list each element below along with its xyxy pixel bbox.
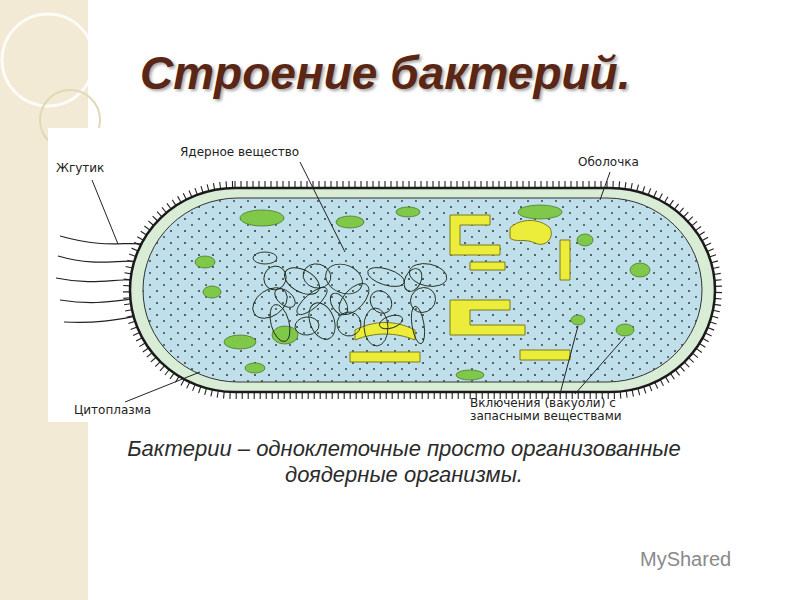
leader-lines — [92, 162, 625, 402]
slide-title: Строение бактерий. — [140, 46, 630, 100]
part-label: Жгутик — [56, 162, 146, 175]
picture-ground — [48, 128, 740, 422]
dna-loop — [304, 299, 340, 343]
part-label: Оболочка — [578, 156, 688, 169]
part-label: Ядерное вещество — [180, 146, 350, 159]
dna-loop — [261, 263, 290, 293]
nuclear-material — [247, 252, 449, 347]
dna-loop — [301, 261, 334, 291]
dna-loop — [266, 302, 293, 343]
dna-loop — [378, 313, 405, 332]
dna-loop — [321, 259, 367, 300]
cytoplasm-texture — [143, 198, 702, 382]
dna-loop — [271, 285, 298, 311]
part-label: Цитоплазма — [74, 404, 194, 417]
yellow-inclusions — [350, 215, 570, 362]
dna-loop — [253, 252, 277, 264]
dna-loop — [407, 261, 448, 290]
dna-loop — [334, 278, 375, 319]
watermark: MyShared — [640, 548, 780, 571]
dna-loop — [365, 264, 406, 290]
inclusions — [195, 205, 650, 380]
dna-loop — [405, 282, 440, 317]
part-label: Включения (вакуоли) с запасными вещества… — [470, 397, 670, 423]
dna-loop — [294, 316, 320, 336]
dna-loop — [409, 305, 427, 344]
slide-caption: Бактерии – одноклеточные просто организо… — [84, 436, 724, 489]
cell-hairs — [123, 181, 722, 399]
dna-loop — [293, 283, 331, 318]
cytoplasm — [143, 198, 702, 382]
dna-loop — [366, 286, 397, 317]
cell-wall — [130, 188, 715, 392]
